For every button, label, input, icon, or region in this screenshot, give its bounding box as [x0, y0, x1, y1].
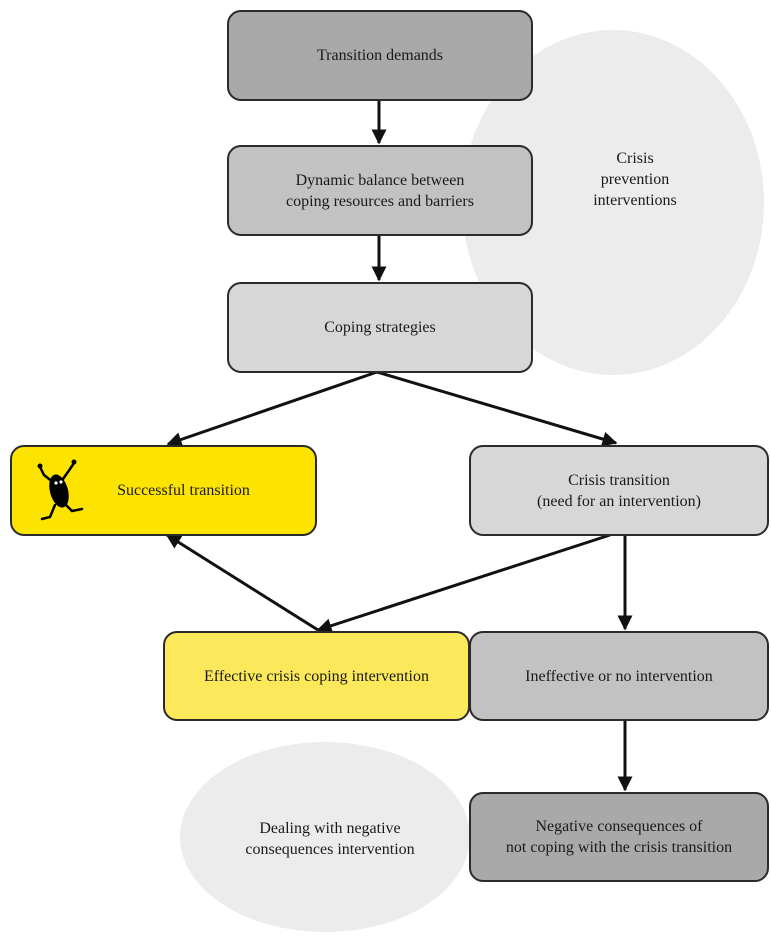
successful-transition-box: Successful transition	[10, 445, 317, 536]
dealing-negative-ellipse	[180, 742, 470, 932]
effective-intervention-label: Effective crisis coping intervention	[204, 667, 429, 685]
arrow-effective-to-successful	[165, 533, 319, 632]
successful-transition-label: Successful transition	[117, 482, 250, 499]
coping-strategies-label: Coping strategies	[324, 319, 436, 336]
arrow-strategies-to-crisis	[376, 370, 618, 447]
dynamic-balance-box: Dynamic balance between coping resources…	[227, 145, 533, 236]
jumping-stick-figure-icon	[30, 457, 90, 529]
ineffective-intervention-box: Ineffective or no intervention	[469, 631, 769, 721]
negative-consequences-box: Negative consequences of not coping with…	[469, 792, 769, 882]
transition-demands-label: Transition demands	[316, 47, 444, 64]
arrow-strategies-to-successful	[166, 370, 378, 447]
dealing-negative-label: Dealing with negative consequences inter…	[245, 820, 415, 858]
coping-strategies-box: Coping strategies	[227, 282, 533, 373]
crisis-transition-label: Crisis transition (need for an intervent…	[537, 471, 701, 510]
ineffective-intervention-label: Ineffective or no intervention	[525, 667, 713, 685]
negative-consequences-label: Negative consequences of not coping with…	[505, 818, 733, 856]
dynamic-balance-label: Dynamic balance between coping resources…	[286, 171, 474, 210]
transition-demands-box: Transition demands	[227, 10, 533, 101]
effective-intervention-box: Effective crisis coping intervention	[163, 631, 470, 721]
crisis-prevention-label: Crisis prevention interventions	[593, 150, 677, 209]
crisis-transition-box: Crisis transition (need for an intervent…	[469, 445, 769, 536]
arrow-crisis-to-effective	[316, 533, 611, 633]
